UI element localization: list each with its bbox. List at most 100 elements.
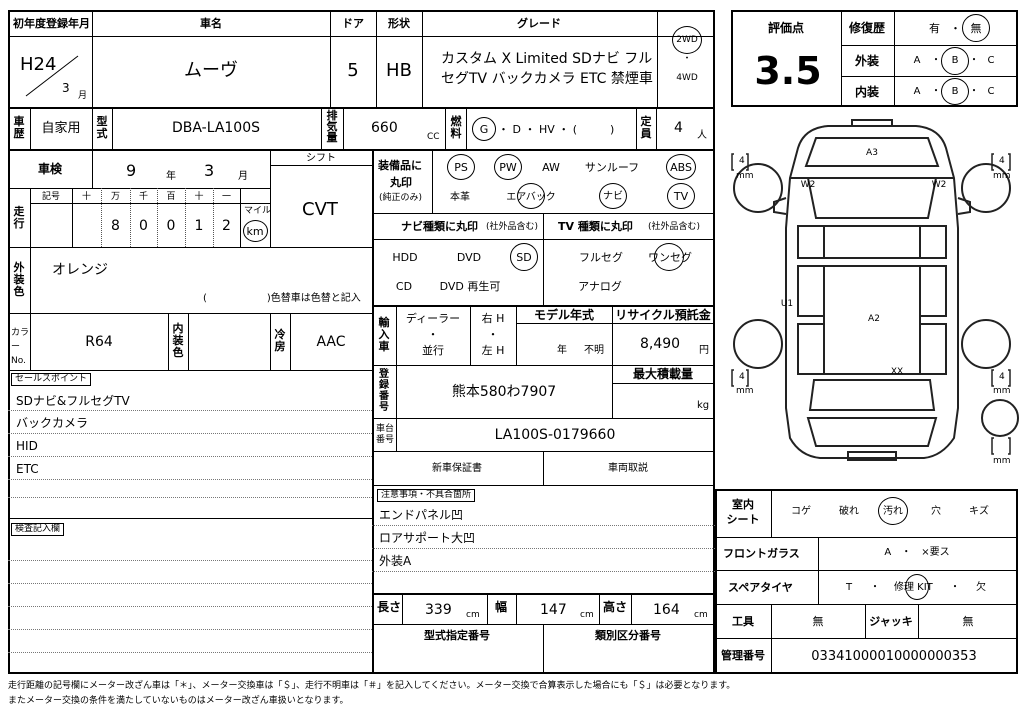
model-value: DBA-LA100S: [171, 120, 261, 136]
footer-note-line2: またメーター交換の条件を満たしていないものはメーター改ざん車扱いとなります。: [8, 696, 349, 706]
drive-2wd: 2WD: [676, 35, 698, 45]
equipment-airbag: エアバック: [506, 192, 556, 203]
class-label: 類別区分番号: [595, 629, 661, 642]
tire-fl-unit: mm: [736, 171, 754, 181]
score-exterior-dot: ・: [931, 55, 941, 66]
inspection-year: 9: [126, 161, 137, 180]
score-exterior-c: C: [987, 55, 995, 66]
equipment-aw: AW: [542, 161, 560, 174]
notice-item: ロアサポート大凹: [379, 531, 476, 545]
recycle-unit: 円: [699, 345, 709, 356]
height-unit: cm: [694, 610, 708, 620]
equipment-airbag-circle: [517, 183, 545, 209]
damage-label: W2: [800, 180, 816, 190]
interior-sheet-scratch: キズ: [969, 506, 989, 517]
mileage-km-circle: [243, 220, 268, 242]
notes-rule: [8, 583, 372, 584]
model-year-label: モデル年式: [533, 308, 595, 322]
interior-sheet-dirt: 汚れ: [883, 506, 903, 517]
capacity-unit: 人: [697, 130, 707, 141]
tire-rr-unit: mm: [993, 386, 1011, 396]
score-exterior-label: 外装: [854, 54, 880, 68]
import-right-h: 右 H: [481, 312, 505, 325]
odometer-divider: [101, 188, 102, 247]
spare-tire-kit: 修理 KIT: [894, 582, 933, 593]
tv-oneseg-circle: [654, 243, 684, 271]
equipment-label-2: 丸印: [390, 176, 412, 189]
odometer-divider: [213, 188, 214, 247]
interior-sheet-dirt-circle: [878, 497, 908, 525]
interior-sheet-tear: 破れ: [839, 506, 859, 517]
sales-rule: [8, 497, 372, 498]
tv-fullseg: フルセグ: [579, 251, 623, 264]
spare-tire-missing: 欠: [976, 582, 986, 593]
score-interior-a: A: [913, 86, 921, 97]
navi-dvd: DVD: [456, 251, 482, 264]
navi-label: ナビ種類に丸印: [401, 220, 478, 233]
displacement-value: 660: [371, 120, 398, 136]
mileage-label: 走行: [13, 205, 25, 230]
equipment-label-1: 装備品に: [378, 159, 422, 172]
navi-cd: CD: [395, 280, 413, 293]
sales-point-item: バックカメラ: [16, 416, 89, 430]
interior-sheet-label-2: シート: [726, 513, 760, 526]
shape-value: HB: [386, 60, 412, 81]
damage-label: U1: [780, 299, 794, 309]
score-exterior-dot: ・: [969, 55, 979, 66]
windshield-label: フロントガラス: [723, 547, 800, 560]
damage-label: W2: [931, 180, 947, 190]
chassis-value: LA100S-0179660: [494, 427, 616, 443]
equipment-ps: PS: [454, 161, 468, 174]
reg-type-value: 自家用: [41, 121, 81, 136]
spare-tire-dot: ・: [870, 582, 880, 593]
odometer-header: 十: [194, 192, 204, 202]
equipment-pw-circle: [494, 154, 522, 180]
tire-fl: 4: [739, 156, 745, 166]
sales-point-item: HID: [16, 439, 38, 453]
shape-label: 形状: [388, 17, 410, 30]
tire-fr-unit: mm: [993, 171, 1011, 181]
equipment-leather: 本革: [450, 192, 470, 203]
first-reg-era: H24: [20, 54, 57, 75]
management-value: 03341000010000000353: [811, 649, 977, 664]
tv-analog: アナログ: [578, 280, 622, 293]
footer-note-line1: 走行距離の記号欄にメーター改ざん車は「＊」、メーター交換車は「＄」、走行不明車は…: [8, 681, 736, 691]
sales-rule: [8, 433, 372, 434]
score-interior-b-circle: [941, 78, 969, 105]
score-exterior-b-circle: [941, 47, 969, 75]
odometer-digit: 0: [166, 218, 176, 234]
recycle-value: 8,490: [640, 336, 681, 352]
notice-item: エンドパネル凹: [379, 508, 464, 522]
drive-2wd-circle: [672, 26, 702, 54]
spare-tire-dot: ・: [950, 582, 960, 593]
inspection-label: 車検: [38, 162, 63, 176]
drive-dot: ・: [682, 54, 692, 64]
mileage-unit-mile: マイル: [244, 206, 272, 216]
shift-value: CVT: [302, 199, 338, 220]
max-load-unit: kg: [697, 400, 710, 411]
notice-item: 外装A: [379, 554, 412, 568]
recycle-label: リサイクル預託金: [615, 308, 711, 322]
odometer-digit: 1: [194, 218, 204, 234]
sales-point-item: ETC: [16, 462, 39, 476]
tire-rl-unit: mm: [736, 386, 754, 396]
displacement-unit: CC: [427, 132, 440, 142]
capacity-label: 定員: [640, 115, 652, 140]
registration-label: 登録番号: [379, 369, 389, 413]
reg-type-label: 車歴: [13, 115, 25, 140]
type-cert-label: 型式指定番号: [424, 629, 490, 642]
navi-sd-circle: [510, 243, 538, 271]
repair-no-circle: [962, 14, 990, 42]
condition-box: [715, 489, 1018, 674]
grade-line1: カスタム X Limited SDナビ フル: [441, 51, 653, 67]
odometer-header: 十: [81, 192, 92, 202]
model-label: 型式: [96, 115, 108, 140]
notices-label: 注意事項・不具合箇所: [377, 489, 476, 502]
tv-oneseg: ワンセグ: [648, 251, 692, 264]
width-label: 幅: [495, 600, 508, 614]
import-left-h: 左 H: [481, 344, 505, 357]
tools-value: 無: [812, 615, 824, 628]
score-box: [731, 10, 1018, 107]
score-interior-b: B: [951, 86, 959, 97]
equipment-abs: ABS: [670, 161, 692, 174]
